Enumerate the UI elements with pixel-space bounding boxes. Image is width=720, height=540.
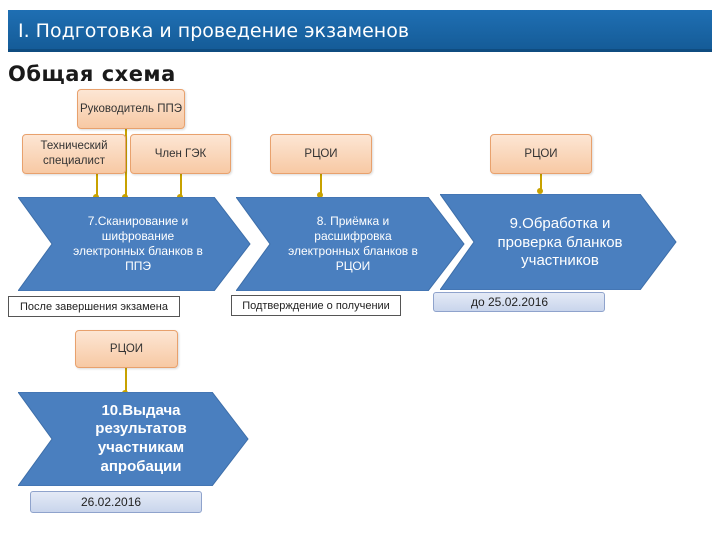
step-9-shape — [440, 194, 677, 290]
connector-rcoi-1 — [320, 173, 322, 195]
step-7-ribbon: 7.Сканирование и шифрование электронных … — [18, 197, 254, 291]
role-gek-member: Член ГЭК — [130, 134, 231, 174]
role-rcoi-1: РЦОИ — [270, 134, 372, 174]
step-9-label: 9.Обработка и проверка бланков участнико… — [497, 214, 623, 270]
step-9-ribbon: 9.Обработка и проверка бланков участнико… — [440, 194, 680, 290]
role-tech-specialist: Технический специалист — [22, 134, 126, 174]
connector-rcoi-3 — [125, 368, 127, 393]
step-10-label: 10.Выдача результатов участникам апробац… — [95, 401, 187, 475]
connector-dot-rcoi-1 — [317, 192, 323, 198]
step-8-note: Подтверждение о получении — [231, 295, 401, 316]
role-head-ppe: Руководитель ППЭ — [77, 89, 185, 129]
page-header: I. Подготовка и проведение экзаменов — [8, 10, 712, 52]
connector-gek-member — [180, 173, 182, 198]
role-rcoi-3: РЦОИ — [75, 330, 178, 368]
connector-dot-rcoi-2 — [537, 188, 543, 194]
step-10-date-text: 26.02.2016 — [81, 495, 142, 509]
step-10-ribbon: 10.Выдача результатов участникам апробац… — [18, 392, 252, 486]
role-rcoi-2: РЦОИ — [490, 134, 592, 174]
diagram-subtitle: Общая схема — [8, 62, 176, 86]
step-7-label: 7.Сканирование и шифрование электронных … — [73, 214, 203, 273]
connector-head-ppe — [125, 128, 127, 198]
step-10-date: 26.02.2016 — [30, 491, 202, 513]
step-9-deadline: до 25.02.2016 — [433, 292, 605, 312]
step-10-shape — [18, 392, 249, 486]
step-8-shape — [236, 197, 465, 291]
step-7-note: После завершения экзамена — [8, 296, 180, 317]
step-7-shape — [18, 197, 251, 291]
page-title: I. Подготовка и проведение экзаменов — [18, 20, 410, 42]
step-8-ribbon: 8. Приёмка и расшифровка электронных бла… — [236, 197, 466, 291]
step-8-label: 8. Приёмка и расшифровка электронных бла… — [288, 214, 418, 273]
connector-tech-specialist — [96, 173, 98, 198]
step-9-deadline-text: до 25.02.2016 — [471, 295, 549, 309]
connector-rcoi-2 — [540, 173, 542, 191]
